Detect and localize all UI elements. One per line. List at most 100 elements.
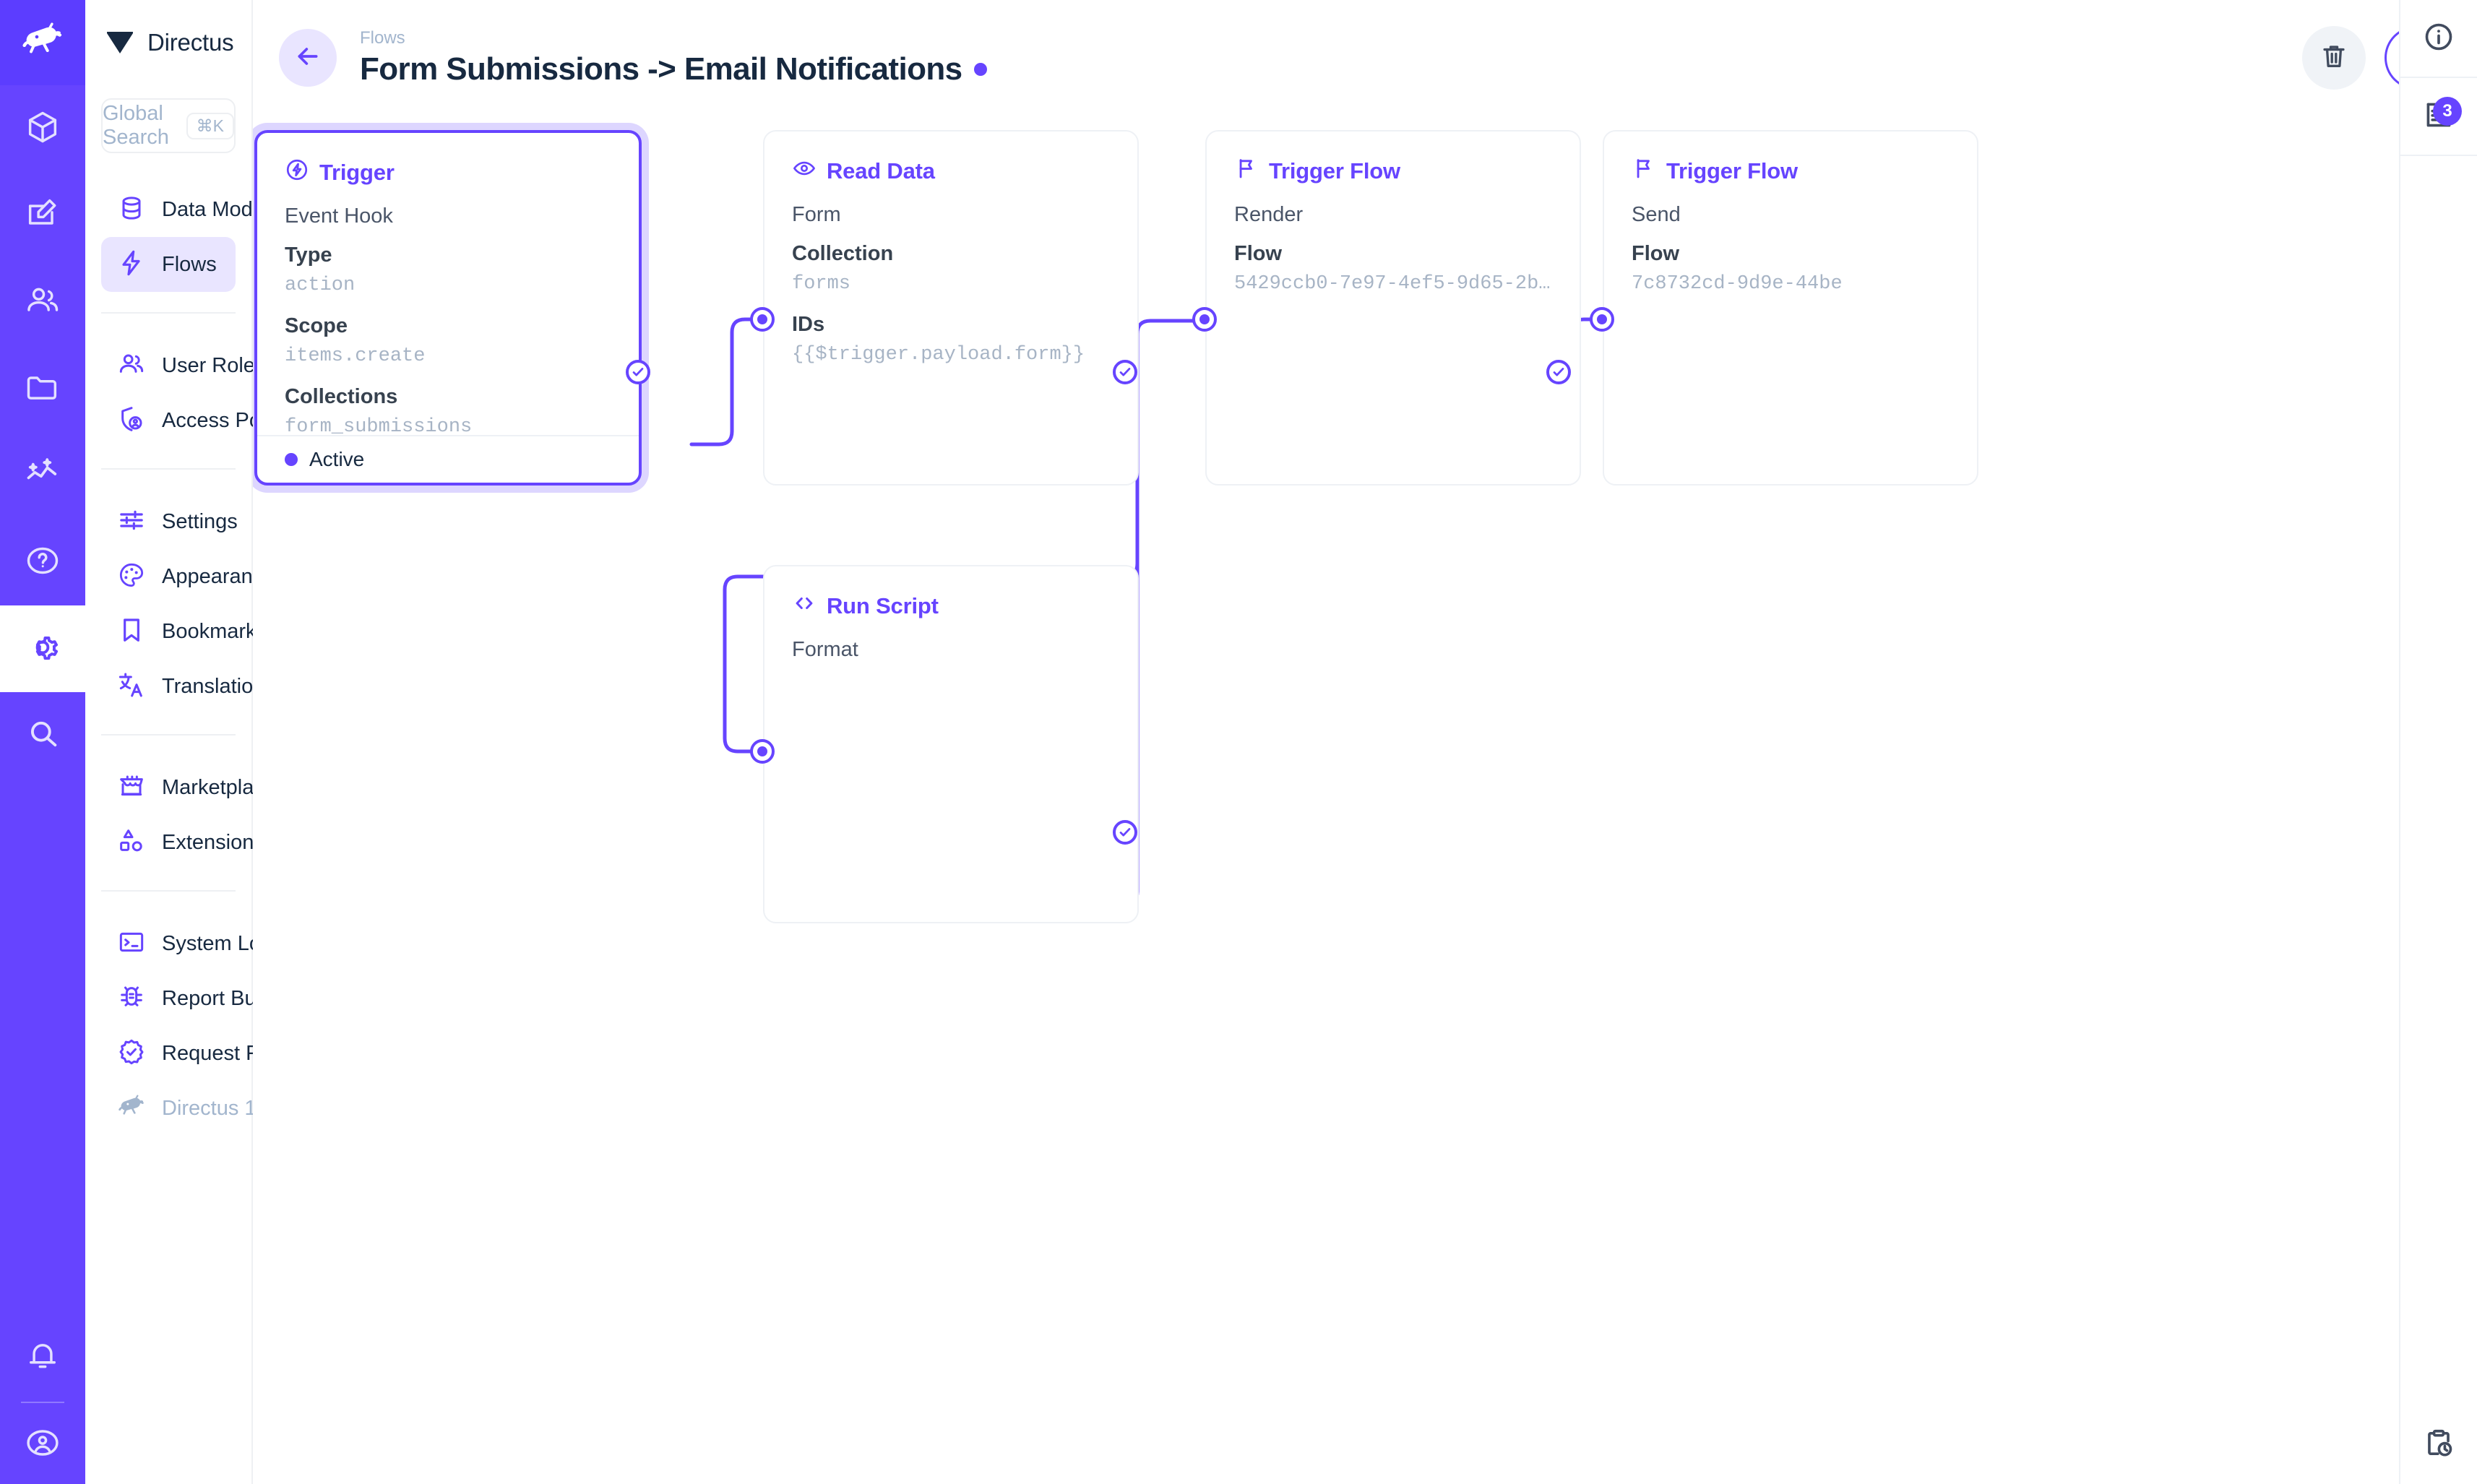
sidebar-item-report-bug[interactable]: Report Bug (101, 971, 268, 1026)
field-key: Flow (1632, 241, 1680, 265)
node-operation: Form (792, 203, 841, 226)
sidebar-item-label: Settings (162, 509, 238, 533)
rail-item-notifications[interactable] (0, 1313, 85, 1400)
rail-item-help[interactable] (0, 519, 85, 605)
field-value: action (285, 275, 356, 296)
title-block: Flows Form Submissions -> Email Notifica… (360, 28, 987, 88)
search-icon (24, 715, 61, 756)
sidebar-item-translations[interactable]: Translations (101, 659, 275, 714)
port-out-trigger[interactable] (626, 360, 650, 384)
trigger-bolt-icon (285, 158, 309, 188)
logs-sidebar-button[interactable]: 3 (2400, 78, 2477, 156)
info-sidebar-button[interactable] (2400, 0, 2477, 78)
port-in-run-script[interactable] (750, 739, 775, 764)
nav-group-settings: Settings Appearance (85, 470, 275, 714)
sidebar-item-data-model[interactable]: Data Model (101, 182, 269, 237)
node-title-row: Read Data (764, 131, 1137, 186)
sidebar-item-flows[interactable]: Flows (101, 237, 236, 292)
port-out-read-data[interactable] (1113, 360, 1137, 384)
logs-badge-count: 3 (2433, 97, 2462, 126)
rail-item-insights[interactable] (0, 432, 85, 519)
breadcrumb[interactable]: Flows (360, 27, 405, 48)
project-brand[interactable]: Directus (85, 0, 251, 85)
status-badge: Active (309, 448, 365, 470)
users-icon (24, 282, 61, 323)
field-value: {{$trigger.payload.form}} (792, 344, 1085, 366)
activity-history-button[interactable] (2400, 1406, 2477, 1484)
box-icon (24, 108, 61, 150)
sidebar-item-label: Bookmarks (162, 619, 267, 643)
port-in-read-data[interactable] (750, 307, 775, 332)
flow-canvas[interactable]: Trigger Event Hook Type action Scope ite… (253, 116, 2477, 1484)
port-in-trigger-flow-render[interactable] (1192, 307, 1217, 332)
sidebar-item-bookmarks[interactable]: Bookmarks (101, 604, 267, 659)
folder-icon (24, 368, 61, 410)
sidebar-item-access-policies[interactable]: Access Policies (101, 393, 307, 448)
flow-node-read-data[interactable]: Read Data Form Collection forms IDs {{$t… (763, 130, 1139, 486)
port-out-run-script[interactable] (1113, 820, 1137, 845)
port-in-trigger-flow-send[interactable] (1590, 307, 1614, 332)
node-title-row: Trigger Flow (1207, 131, 1580, 186)
node-title-row: Trigger Flow (1604, 131, 1977, 186)
bell-icon (24, 1337, 61, 1378)
sidebar-item-label: User Roles (162, 353, 266, 377)
translate-icon (117, 670, 146, 703)
node-body: Format (764, 621, 1137, 666)
palette-icon (117, 561, 146, 593)
tune-icon (117, 506, 146, 538)
bug-icon (117, 983, 146, 1015)
rail-item-account[interactable] (0, 1405, 85, 1484)
flow-node-trigger-flow-render[interactable]: Trigger Flow Render Flow 5429ccb0-7e97-4… (1205, 130, 1581, 486)
port-out-trigger-flow-render[interactable] (1546, 360, 1571, 384)
directus-mark-icon (107, 20, 133, 53)
rail-item-editor[interactable] (0, 172, 85, 259)
users-icon (117, 350, 146, 382)
help-circle-icon (24, 542, 61, 583)
sidebar-item-user-roles[interactable]: User Roles (101, 338, 265, 393)
node-title-row: Run Script (764, 566, 1137, 621)
sidebar-item-label: Data Model (162, 197, 270, 221)
account-circle-icon (24, 1424, 61, 1465)
rail-item-content[interactable] (0, 85, 85, 172)
node-body: Form Collection forms IDs {{$trigger.pay… (764, 186, 1137, 370)
field-key: IDs (792, 312, 825, 336)
field-key: Scope (285, 314, 348, 337)
node-body: Event Hook Type action Scope items.creat… (257, 188, 639, 442)
sidebar-item-settings[interactable]: Settings (101, 494, 238, 549)
back-button[interactable] (279, 29, 337, 87)
field-key: Collections (285, 384, 398, 408)
arrow-left-icon (293, 42, 322, 74)
delete-flow-button[interactable] (2302, 26, 2366, 90)
global-search-input[interactable]: Global Search ⌘K (101, 98, 236, 153)
sidebar-item-appearance[interactable]: Appearance (101, 549, 275, 604)
sidebar-item-marketplace[interactable]: Marketplace Beta (101, 760, 348, 815)
shapes-icon (117, 827, 146, 859)
rail-item-settings[interactable] (0, 605, 85, 692)
rail-item-user-directory[interactable] (0, 259, 85, 345)
eye-icon (792, 156, 817, 186)
rail-item-file-library[interactable] (0, 345, 85, 432)
project-name: Directus (147, 29, 234, 56)
flow-node-trigger[interactable]: Trigger Event Hook Type action Scope ite… (254, 130, 642, 486)
nav-divider (101, 890, 236, 892)
nav-group-extensions: Marketplace Beta Extensions (85, 735, 348, 870)
info-circle-icon (2422, 20, 2455, 57)
rail-item-search[interactable] (0, 692, 85, 779)
directus-rabbit-icon (117, 1092, 146, 1125)
sidebar-item-system-logs[interactable]: System Logs (101, 916, 283, 971)
rail-divider (21, 1402, 64, 1403)
node-footer: Active (257, 435, 639, 483)
sidebar-item-request-feature[interactable]: Request Feature (101, 1026, 318, 1081)
field-key: Flow (1234, 241, 1283, 265)
flow-node-trigger-flow-send[interactable]: Trigger Flow Send Flow 7c8732cd-9d9e-44b… (1603, 130, 1978, 486)
edit-square-icon (24, 195, 61, 236)
node-operation: Format (792, 638, 858, 661)
node-title: Run Script (827, 593, 939, 618)
node-operation: Send (1632, 203, 1681, 226)
directus-logo-button[interactable] (0, 0, 85, 85)
sidebar-item-extensions[interactable]: Extensions (101, 815, 264, 870)
flow-node-run-script[interactable]: Run Script Format (763, 565, 1139, 923)
flow-status-dot (973, 63, 987, 77)
sidebar-item-label: Flows (162, 252, 217, 276)
status-dot (285, 453, 298, 466)
